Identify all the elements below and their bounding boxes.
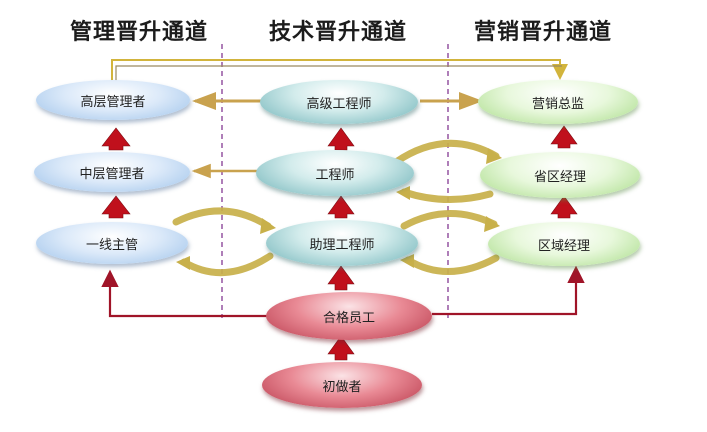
node-marketing-director: 营销总监 [478,80,638,124]
node-label: 合格员工 [322,310,375,326]
node-regional-manager: 区域经理 [488,222,640,266]
node-frontline-supervisor: 一线主管 [36,222,188,264]
bottom-connector-left [101,269,272,318]
node-provincial-manager: 省区经理 [480,152,640,198]
node-label: 高层管理者 [80,94,146,110]
top-connector-thin [115,65,562,82]
loop-left-upper [172,207,272,230]
node-label: 高级工程师 [306,96,372,112]
loop-right-top-upper [392,139,500,166]
header-marketing: 营销晋升通道 [473,20,612,45]
up-arrow-mkt-1 [550,125,578,149]
node-label: 初做者 [322,379,362,395]
node-senior-engineer: 高级工程师 [260,80,418,124]
node-senior-manager: 高层管理者 [36,80,190,120]
up-arrow-tech-2 [327,195,355,219]
node-label: 省区经理 [533,169,586,185]
node-label: 中层管理者 [79,166,145,182]
node-beginner: 初做者 [262,362,422,408]
node-qualified-employee: 合格员工 [266,292,432,340]
node-assistant-engineer: 助理工程师 [266,220,418,266]
loop-left-lower [180,252,274,277]
header-management: 管理晋升通道 [69,20,208,45]
bottom-connector-right [432,265,585,316]
node-label: 营销总监 [531,96,584,112]
node-engineer: 工程师 [256,150,414,196]
loop-right-bottom-upper [400,210,498,230]
node-label: 助理工程师 [309,237,375,253]
up-arrow-mgmt-1 [101,127,131,151]
loop-right-top-lower [400,188,494,203]
up-arrow-mkt-2 [550,195,578,219]
loop-right-bottom-lower [404,254,500,275]
node-label: 工程师 [315,167,355,183]
node-middle-manager: 中层管理者 [34,152,190,192]
up-arrow-tech-1 [327,127,355,151]
up-arrow-tech-3 [327,265,355,291]
node-label: 区域经理 [537,238,590,254]
node-label: 一线主管 [85,237,138,253]
top-connector-yellow [111,59,568,82]
header-technical: 技术晋升通道 [268,20,407,45]
up-arrow-mgmt-2 [101,195,131,219]
